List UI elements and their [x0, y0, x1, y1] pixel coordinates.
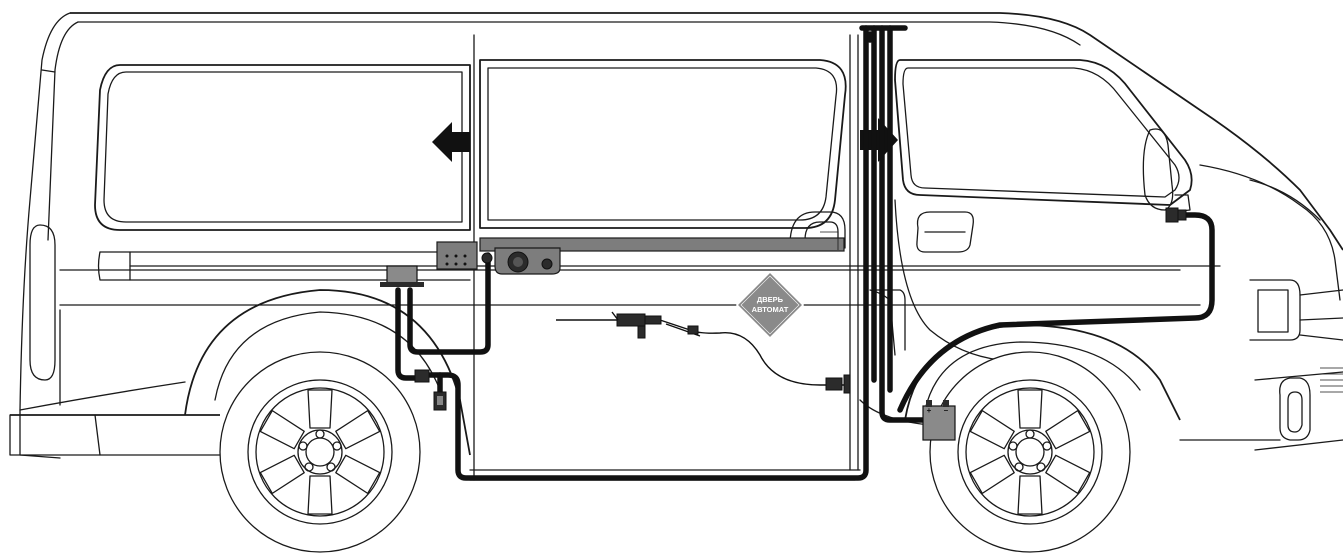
pillar-cable-3: [879, 25, 928, 423]
door-lock-actuator: [611, 311, 662, 339]
battery-minus-label: –: [944, 406, 949, 415]
front-direction-arrow-icon: [860, 118, 898, 162]
door-open-arrow-icon: [432, 122, 470, 162]
drive-motor: [481, 247, 561, 275]
rear-connector: [414, 369, 447, 411]
front-door-cable: [897, 212, 1215, 413]
pillar-cable-1: [427, 25, 869, 481]
rear-wheel: [219, 351, 421, 553]
front-wheel: [929, 351, 1131, 553]
drive-rail: [436, 231, 845, 270]
badge-line-1: ДВЕРЬ: [757, 295, 784, 304]
rear-wheel-spokes: [259, 389, 381, 515]
auto-door-badge: ДВЕРЬ АВТОМАТ: [735, 270, 805, 340]
van-body: [9, 12, 1343, 481]
motor-cable: [407, 252, 491, 355]
inline-connector: [687, 325, 851, 394]
cable-harness: [395, 25, 1215, 481]
front-wheel-spokes: [969, 389, 1091, 515]
control-unit: [380, 265, 424, 287]
badge-line-2: АВТОМАТ: [752, 305, 789, 314]
lock-wiring: [556, 319, 850, 386]
control-to-connector: [395, 287, 428, 381]
battery-plus-label: +: [927, 406, 932, 415]
battery: + –: [922, 400, 956, 441]
front-door-connector: [1165, 207, 1187, 223]
